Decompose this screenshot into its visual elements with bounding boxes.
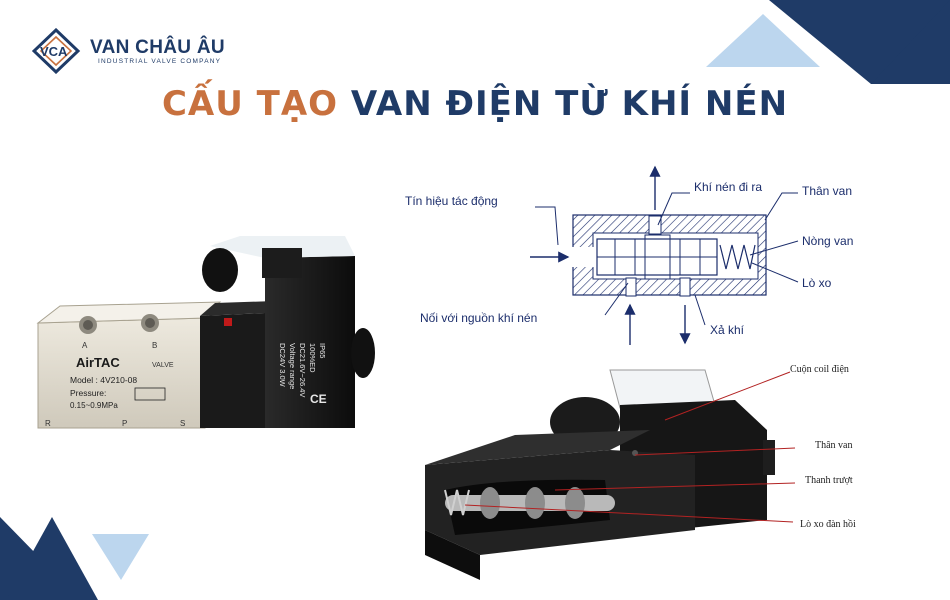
manual-override-button <box>224 318 232 326</box>
brand-name: VAN CHÂU ÂU <box>90 37 225 58</box>
port-b-label: B <box>152 341 157 350</box>
airtac-label: AirTAC <box>76 355 120 370</box>
schematic-diagram: Tín hiệu tác động Khí nén đi ra Thân van… <box>405 165 853 345</box>
vca-logo-icon: VCA <box>32 28 81 74</box>
coil-line-4: 100%ED <box>308 343 317 373</box>
title-part-2: VAN ĐIỆN TỪ KHÍ NÉN <box>350 84 789 124</box>
port-s-label: S <box>180 419 185 428</box>
cutaway-photo: Cuộn coil điện Thân van Thanh trượt Lò x… <box>425 364 856 580</box>
coil-line-5: IP65 <box>318 343 327 358</box>
label-signal: Tín hiệu tác động <box>405 194 498 208</box>
label-air-out: Khí nén đi ra <box>694 180 762 194</box>
logo-mark-text: VCA <box>40 44 68 59</box>
spring-icon <box>444 489 470 516</box>
coil <box>265 256 355 428</box>
brand-logo[interactable]: VCA VAN CHÂU ÂU INDUSTRIAL VALVE COMPANY <box>32 28 232 74</box>
page-title: CẤU TẠO VAN ĐIỆN TỪ KHÍ NÉN <box>0 84 950 124</box>
brand-tagline: INDUSTRIAL VALVE COMPANY <box>98 58 222 65</box>
coil-line-2: Voltage range <box>288 343 297 389</box>
label-spring: Lò xo <box>802 276 832 290</box>
port-p-label: P <box>122 419 127 428</box>
label-body: Thân van <box>802 184 852 198</box>
light-triangle-top <box>706 14 820 67</box>
light-triangle-bottom <box>92 534 149 580</box>
symbol-icon <box>134 387 166 401</box>
label-cutaway-body: Thân van <box>815 440 853 451</box>
model-label: Model : 4V210-08 <box>70 375 137 385</box>
label-core: Nòng van <box>802 234 853 248</box>
label-exhaust: Xả khí <box>710 323 745 337</box>
coil-line-3: DC21.6V~26.4V <box>298 343 307 397</box>
valve-text: VALVE <box>152 362 174 369</box>
valve-body <box>37 317 206 429</box>
label-spool: Thanh trượt <box>805 475 853 486</box>
pressure-label: Pressure: <box>70 388 106 398</box>
label-coil: Cuộn coil điện <box>790 364 849 375</box>
port-a-label: A <box>82 341 88 350</box>
port-r-label: R <box>45 419 51 428</box>
spring-icon <box>719 244 756 270</box>
coil-line-1: DC24V 3.0W <box>278 343 287 388</box>
solenoid-block <box>200 313 265 428</box>
label-return-spring: Lò xo đàn hồi <box>800 519 856 530</box>
label-air-in: Nối với nguồn khí nén <box>420 311 537 325</box>
ce-mark: CE <box>310 392 327 406</box>
title-part-1: CẤU TẠO <box>161 84 339 124</box>
pressure-value: 0.15~0.9MPa <box>70 401 118 410</box>
product-photo: A B AirTAC VALVE Model : 4V210-08 Pressu… <box>36 236 375 429</box>
